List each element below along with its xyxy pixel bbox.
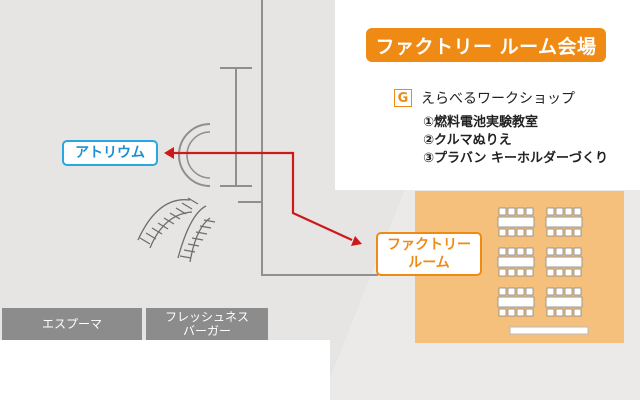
atrium-arc-outer: [178, 123, 211, 187]
factory-room-label-line2: ルーム: [408, 255, 450, 271]
wall-lower: [261, 202, 378, 276]
workshop-item: ①燃料電池実験教室: [423, 115, 539, 130]
venue-title: ファクトリー ルーム会場: [366, 28, 606, 62]
table-group: [545, 287, 583, 317]
atrium-label: アトリウム: [62, 140, 158, 166]
arrowhead-atrium: [164, 147, 174, 159]
table-group: [545, 207, 583, 237]
walls: [220, 0, 378, 276]
stage-bar: [509, 326, 589, 335]
table-group: [497, 287, 535, 317]
factory-room-label-line1: ファクトリー: [387, 237, 471, 253]
outside-area: [0, 340, 330, 400]
workshop-item: ③プラバン キーホルダーづくり: [423, 151, 609, 166]
shop-freshness-burger: フレッシュネス バーガー: [146, 308, 268, 340]
route-arrow: [164, 147, 362, 246]
table-group: [545, 247, 583, 277]
arrowhead-factory: [351, 236, 362, 246]
g-marker-icon: G: [394, 89, 412, 107]
shop-freshness-line2: バーガー: [182, 324, 231, 338]
main-floor-area: [0, 0, 405, 400]
atrium-arc-inner: [186, 131, 211, 179]
workshop-heading: えらべるワークショップ: [421, 91, 575, 107]
shop-freshness-line1: フレッシュネス: [164, 310, 249, 324]
factory-room-label: ファクトリー ルーム: [376, 232, 482, 276]
table-group: [497, 207, 535, 237]
staircase-icon: [137, 197, 216, 263]
shop-espuma: エスプーマ: [2, 308, 142, 340]
route-line: [172, 151, 353, 242]
workshop-list: ①燃料電池実験教室 ②クルマぬりえ ③プラバン キーホルダーづくり: [423, 114, 608, 168]
workshop-item: ②クルマぬりえ: [423, 133, 512, 148]
table-group: [497, 247, 535, 277]
tables: [497, 207, 583, 317]
